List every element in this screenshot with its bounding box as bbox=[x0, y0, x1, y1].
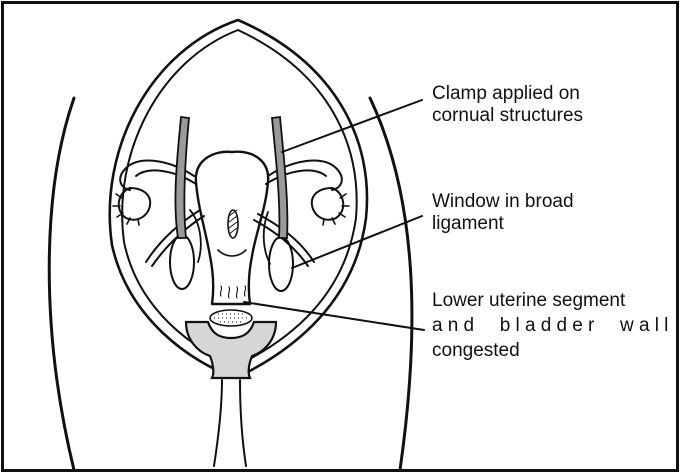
label-window: Window in broad ligament bbox=[432, 191, 574, 234]
label-lower-segment-line-2: and bladder wall bbox=[432, 315, 674, 336]
right-broad-ligament-window bbox=[262, 211, 271, 265]
right-body-outline bbox=[368, 96, 414, 472]
uterus bbox=[194, 150, 270, 306]
leader-line-clamp bbox=[281, 99, 423, 153]
left-clamp bbox=[174, 115, 190, 239]
uterus-inner-contour bbox=[217, 249, 247, 257]
label-clamp-line-2: cornual structures bbox=[432, 105, 583, 126]
label-window-line-2: ligament bbox=[432, 213, 505, 234]
label-window-line-1: Window in broad bbox=[432, 191, 574, 212]
dotted-segment-area bbox=[209, 309, 253, 327]
left-body-outline bbox=[47, 96, 76, 472]
fallopian-tubes bbox=[119, 159, 343, 191]
congestion-marks bbox=[219, 285, 247, 299]
right-fimbria bbox=[310, 187, 350, 226]
vaginal-canal bbox=[213, 379, 247, 467]
label-lower-segment-line-3: congested bbox=[432, 340, 520, 361]
label-clamp-line-1: Clamp applied on bbox=[432, 83, 580, 104]
left-fimbria bbox=[112, 187, 152, 226]
leader-line-lower-segment bbox=[243, 301, 425, 331]
leader-line-window bbox=[291, 215, 423, 269]
uterine-incision bbox=[227, 209, 239, 239]
label-lower-segment: Lower uterine segment and bladder wall c… bbox=[432, 290, 674, 361]
label-lower-segment-line-1: Lower uterine segment bbox=[432, 290, 626, 311]
label-clamp: Clamp applied on cornual structures bbox=[432, 83, 583, 126]
left-broad-ligament-window bbox=[189, 209, 202, 263]
bladder bbox=[184, 320, 278, 380]
right-clamp bbox=[271, 115, 289, 239]
